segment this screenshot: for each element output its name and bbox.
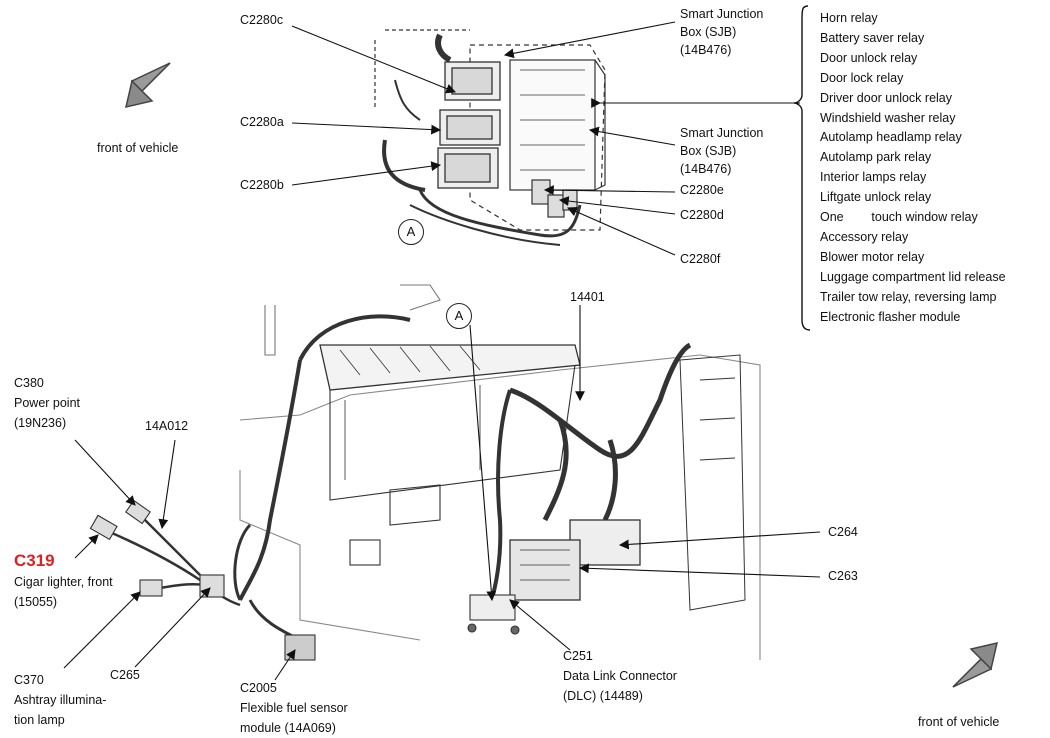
front-direction-arrow-icon	[124, 62, 171, 109]
relay-item: Accessory relay	[820, 229, 909, 244]
relay-item: Interior lamps relay	[820, 170, 927, 185]
label-c319: C319 Cigar lighter, front(15055)	[14, 551, 113, 609]
relay-item: Luggage compartment lid release	[820, 269, 1006, 284]
label-c264: C264	[828, 525, 858, 539]
relay-item: Driver door unlock relay	[820, 90, 952, 105]
label-front-of-vehicle-top: front of vehicle	[97, 141, 179, 155]
label-front-of-vehicle-bottom: front of vehicle	[918, 715, 1000, 729]
view-a-marker-icon: A	[398, 219, 424, 245]
label-c2280e: C2280e	[680, 183, 724, 197]
label-c265: C265	[110, 668, 140, 682]
label-c2280d: C2280d	[680, 208, 724, 222]
relay-item: Blower motor relay	[820, 249, 925, 264]
relay-item: Trailer tow relay, reversing lamp	[820, 289, 997, 304]
relay-item: Windshield washer relay	[820, 110, 956, 125]
relay-item: Door unlock relay	[820, 50, 918, 65]
relay-list: Horn relay Battery saver relay Door unlo…	[820, 9, 1006, 328]
label-14a012: 14A012	[145, 419, 189, 433]
relay-item: One touch window relay	[820, 210, 978, 225]
c319-code: C319	[14, 551, 55, 570]
sjb-detail-drawing	[374, 29, 606, 246]
label-c2280c: C2280c	[240, 13, 284, 27]
label-c2280b: C2280b	[240, 178, 284, 192]
front-direction-arrow-icon	[952, 641, 999, 688]
label-c2280f: C2280f	[680, 252, 721, 266]
relay-item: Door lock relay	[820, 70, 904, 85]
relay-item: Electronic flasher module	[820, 309, 961, 324]
label-c263: C263	[828, 569, 858, 583]
relay-item: Battery saver relay	[820, 30, 925, 45]
relay-item: Autolamp park relay	[820, 150, 932, 165]
relay-item: Liftgate unlock relay	[820, 190, 932, 205]
instrument-panel-drawing	[89, 284, 761, 661]
label-c2280a: C2280a	[240, 115, 284, 129]
label-14401: 14401	[570, 290, 605, 304]
view-a-marker-icon: A	[446, 303, 472, 329]
relay-item: Horn relay	[820, 11, 878, 25]
relay-item: Autolamp headlamp relay	[820, 130, 962, 145]
